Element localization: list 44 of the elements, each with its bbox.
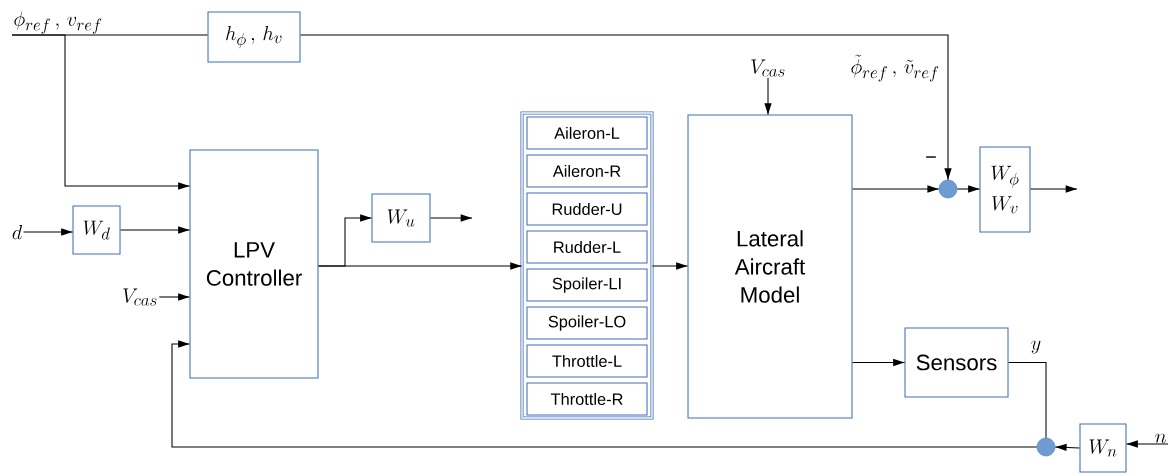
actuator-box: Throttle-R bbox=[526, 382, 648, 416]
signal-label: $y$ bbox=[1031, 340, 1041, 354]
actuator-box: Rudder-U bbox=[526, 192, 648, 226]
actuator-box: Rudder-L bbox=[526, 230, 648, 264]
actuator-box: Spoiler-LI bbox=[526, 268, 648, 302]
block-box: Sensors bbox=[904, 327, 1009, 398]
arrow bbox=[956, 185, 980, 193]
actuator-box: Aileron-R bbox=[526, 154, 648, 188]
actuator-box: Aileron-L bbox=[526, 116, 648, 150]
arrow bbox=[852, 185, 940, 193]
arrow bbox=[23, 228, 73, 236]
arrow bbox=[430, 214, 473, 222]
arrow bbox=[11, 34, 190, 190]
arrow bbox=[1126, 440, 1169, 448]
signal-label: $\phi_{ref}\,,\, v_{ref}$ bbox=[14, 11, 102, 34]
block-box: $W_{\phi}$ $W_{v}$ bbox=[979, 146, 1031, 233]
block-box: Lateral Aircraft Model bbox=[687, 114, 853, 419]
arrow bbox=[1054, 443, 1080, 452]
signal-label: $\tilde{\phi}_{ref}\,,\, \tilde{v}_{ref}$ bbox=[851, 54, 939, 82]
sign-label: − bbox=[926, 156, 936, 158]
summing-junction bbox=[1036, 437, 1056, 457]
arrow bbox=[158, 293, 190, 301]
block-box: $W_{u}$ bbox=[371, 193, 431, 243]
block-box: $W_{n}$ bbox=[1079, 423, 1127, 473]
arrow bbox=[764, 77, 772, 115]
block-box: $h_{\phi}\,,\, h_{v}$ bbox=[207, 11, 301, 63]
arrow bbox=[120, 226, 190, 234]
signal-label: $V_{cas}$ bbox=[123, 288, 157, 306]
connector-line bbox=[1008, 361, 1047, 439]
arrow bbox=[171, 340, 1038, 448]
actuator-stack bbox=[520, 111, 654, 420]
arrow bbox=[852, 358, 905, 367]
summing-junction bbox=[938, 179, 958, 199]
actuator-box: Spoiler-LO bbox=[526, 306, 648, 340]
signal-label: $V_{cas}$ bbox=[751, 59, 785, 77]
signal-label: $d$ bbox=[12, 224, 23, 240]
block-box: LPV Controller bbox=[189, 149, 319, 379]
arrow bbox=[318, 262, 523, 270]
signal-label: $n$ bbox=[1155, 433, 1166, 443]
arrow bbox=[651, 262, 688, 270]
block-box: $W_{d}$ bbox=[72, 205, 121, 255]
actuator-box: Throttle-L bbox=[526, 344, 648, 378]
arrow bbox=[1030, 185, 1078, 193]
arrow bbox=[300, 34, 952, 181]
